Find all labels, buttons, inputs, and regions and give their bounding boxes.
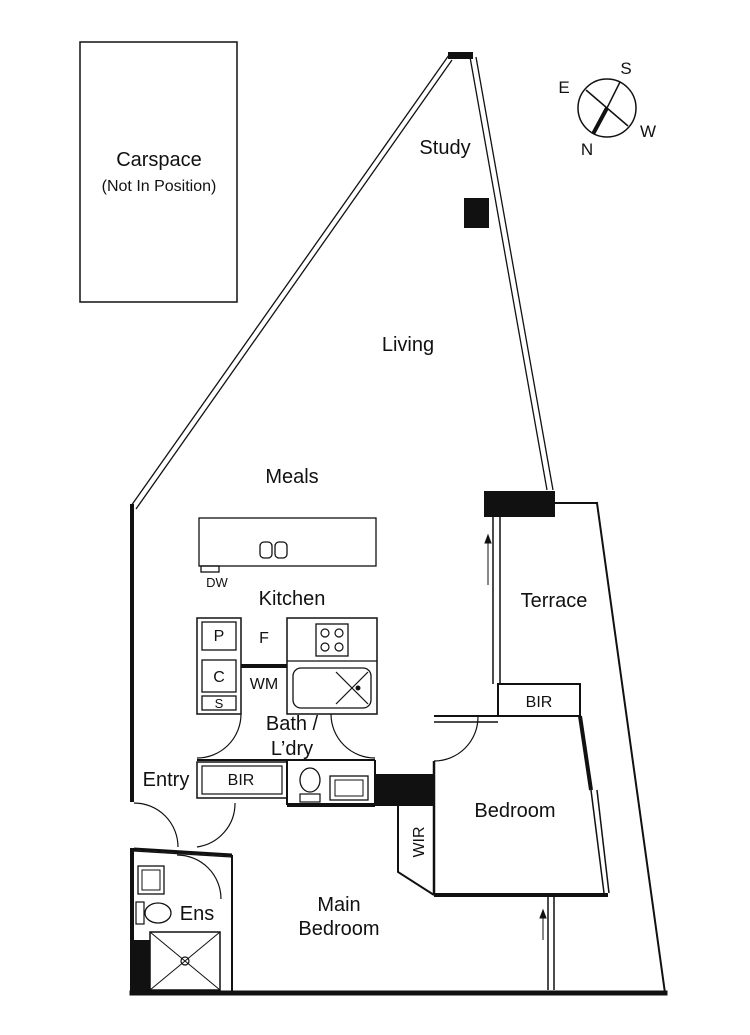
room-label-bedroom: Bedroom — [474, 800, 555, 822]
compass-north-label: N — [581, 140, 593, 159]
carspace: Carspace (Not In Position) — [79, 41, 238, 303]
entry-bir-unit — [196, 759, 376, 807]
room-label-meals: Meals — [265, 466, 318, 488]
bath-wall-block — [375, 774, 434, 806]
compass: E S W N — [558, 59, 656, 159]
room-label-kitchen: Kitchen — [259, 588, 326, 610]
window-corner — [448, 52, 473, 59]
terrace-column — [484, 491, 555, 517]
room-label-bath-line1: Bath / — [266, 713, 319, 735]
pantry-label: P — [214, 628, 225, 645]
entry-bir-label: BIR — [228, 772, 255, 789]
entry-door — [133, 802, 236, 848]
island-bench — [198, 517, 377, 573]
bath-door-arcs — [196, 713, 376, 759]
exterior-glazing — [130, 54, 554, 510]
terrace-sliding-door — [484, 517, 501, 684]
carspace-title: Carspace — [116, 149, 202, 171]
wir-label: WIR — [411, 826, 428, 857]
room-label-main-bedroom-line2: Bedroom — [298, 918, 379, 940]
room-label-study: Study — [419, 137, 470, 159]
room-label-terrace: Terrace — [521, 590, 588, 612]
room-label-entry: Entry — [143, 769, 190, 791]
bedroom-bir-label: BIR — [526, 694, 553, 711]
dishwasher-label: DW — [206, 575, 228, 590]
room-label-living: Living — [382, 334, 434, 356]
compass-east-label: E — [558, 78, 569, 97]
compass-west-label: W — [640, 122, 656, 141]
ensuite-unit — [133, 847, 233, 992]
bedroom-bir-unit — [432, 683, 581, 895]
ensuite-wall-block — [132, 940, 150, 992]
cupboard-label: C — [213, 669, 225, 686]
kitchen-laundry-block — [196, 617, 378, 715]
washing-machine-label: WM — [250, 676, 278, 693]
s-label: S — [215, 696, 224, 711]
room-label-bath-line2: L’dry — [271, 738, 313, 760]
bedroom-walls — [434, 715, 610, 897]
room-label-ensuite: Ens — [180, 903, 214, 925]
main-bedroom-sliding-door — [539, 897, 555, 990]
compass-south-label: S — [620, 59, 631, 78]
study-column — [464, 198, 489, 228]
wir-unit — [397, 805, 435, 896]
room-label-main-bedroom-line1: Main — [317, 894, 360, 916]
fridge-label: F — [259, 630, 269, 647]
carspace-subtitle: (Not In Position) — [102, 178, 217, 195]
